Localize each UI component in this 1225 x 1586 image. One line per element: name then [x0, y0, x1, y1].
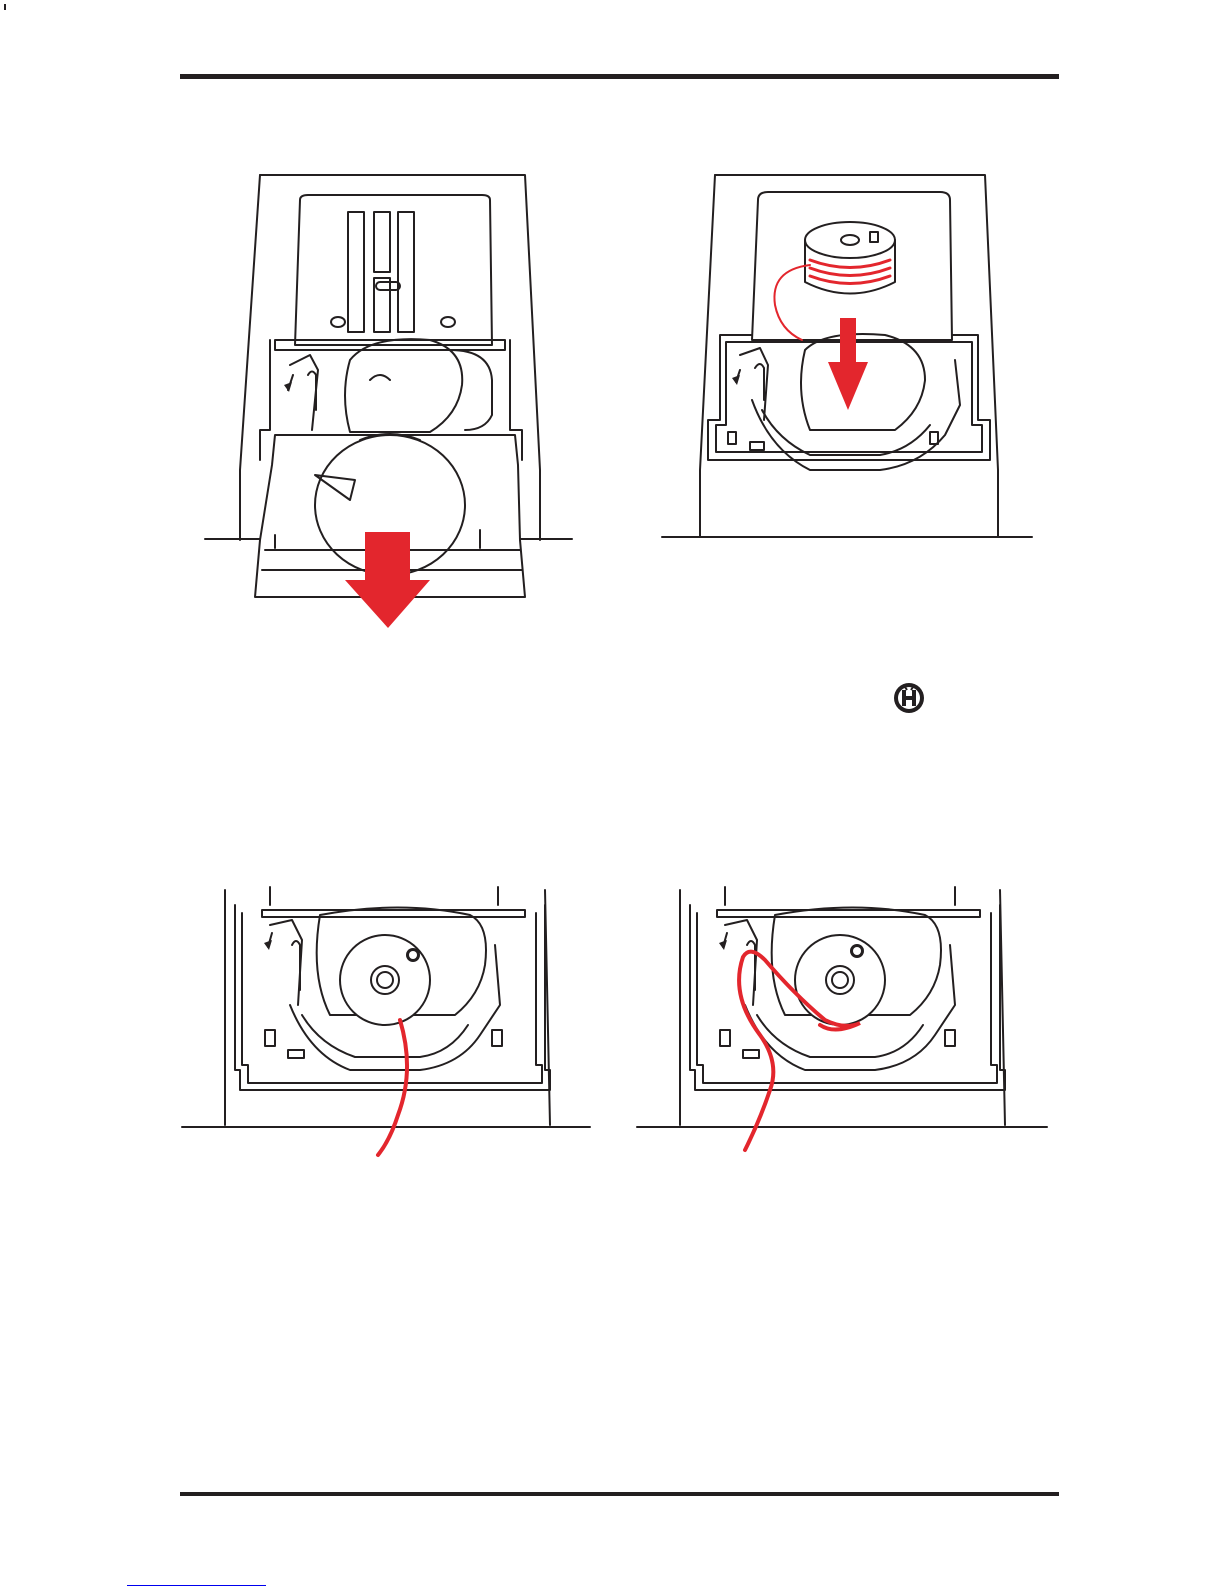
figure-thread-guided: [635, 885, 1055, 1160]
page-corner-mark: [4, 4, 6, 10]
figure-remove-bobbin-cover: [200, 170, 580, 630]
figure-insert-bobbin: [660, 170, 1040, 550]
footer-link[interactable]: [127, 1571, 266, 1586]
header-rule: [180, 74, 1059, 79]
footer-rule: [180, 1492, 1059, 1496]
brand-logo-icon: [892, 681, 926, 715]
figure-bobbin-seated: [180, 885, 600, 1160]
